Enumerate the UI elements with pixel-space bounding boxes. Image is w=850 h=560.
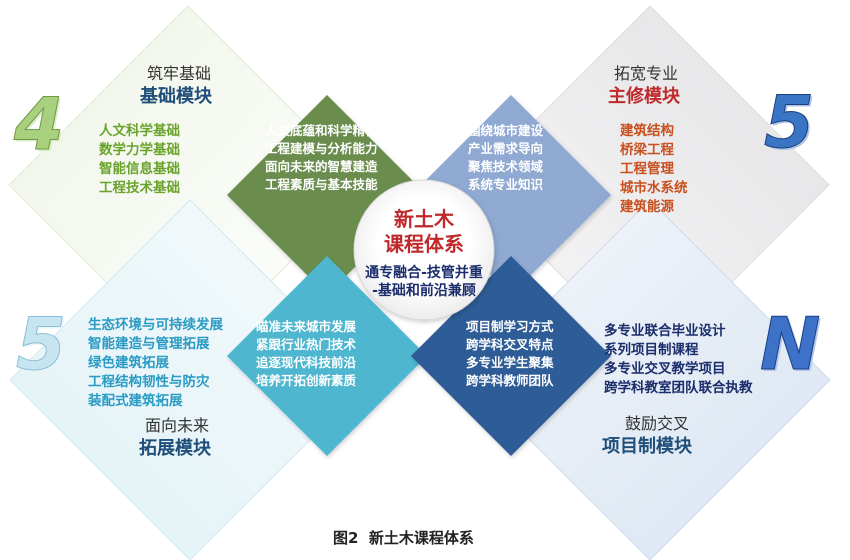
- major-subtitle: 拓宽专业: [614, 64, 679, 83]
- list-item: 项目制学习方式: [466, 319, 554, 334]
- major-title: 主修模块: [608, 86, 680, 107]
- list-item: 瞄准未来城市发展: [256, 319, 357, 334]
- list-item: 人文科学基础: [99, 123, 180, 139]
- list-item: 城市水系统: [620, 180, 688, 196]
- inner-text-top-right: 围绕城市建设 产业需求导向 聚焦技术领域 系统专业知识: [468, 122, 543, 194]
- center-subtitle-line2: -基础和前沿兼顾: [372, 283, 476, 299]
- list-item: 绿色建筑拓展: [88, 355, 169, 371]
- inner-diamond-bottom-left: [227, 256, 427, 456]
- future-number: 5: [15, 302, 67, 386]
- project-title: 项目制模块: [602, 436, 692, 457]
- list-item: 桥梁工程: [620, 142, 674, 158]
- future-items: 生态环境与可持续发展 智能建造与管理拓展 绿色建筑拓展 工程结构韧性与防灾 装配…: [88, 316, 223, 411]
- major-items: 建筑结构 桥梁工程 工程管理 城市水系统 建筑能源: [620, 122, 688, 217]
- list-item: 数学力学基础: [99, 142, 180, 158]
- list-item: 人文底蕴和科学精神: [265, 123, 378, 138]
- list-item: 多专业学生聚集: [466, 355, 554, 370]
- list-item: 工程结构韧性与防灾: [88, 374, 210, 390]
- inner-text-top-left: 人文底蕴和科学精神 工程建模与分析能力 面向未来的智慧建造 工程素质与基本技能: [265, 122, 378, 194]
- inner-text-bottom-right: 项目制学习方式 跨学科交叉特点 多专业学生聚集 跨学科教师团队: [466, 318, 554, 390]
- list-item: 生态环境与可持续发展: [88, 317, 223, 333]
- list-item: 系列项目制课程: [604, 342, 699, 358]
- list-item: 多专业联合毕业设计: [604, 323, 726, 339]
- list-item: 紧跟行业热门技术: [256, 337, 357, 352]
- list-item: 跨学科教室团队联合执教: [604, 380, 753, 396]
- list-item: 追逐现代科技前沿: [256, 355, 357, 370]
- list-item: 工程素质与基本技能: [265, 177, 378, 192]
- list-item: 建筑结构: [620, 123, 674, 139]
- project-subtitle: 鼓励交叉: [625, 414, 690, 433]
- center-title-line2: 课程体系: [384, 232, 464, 256]
- list-item: 装配式建筑拓展: [88, 393, 183, 409]
- list-item: 智能建造与管理拓展: [88, 336, 210, 352]
- future-subtitle: 面向未来: [145, 416, 210, 435]
- list-item: 工程管理: [620, 161, 674, 177]
- list-item: 工程技术基础: [99, 180, 180, 196]
- center-circle: [353, 179, 495, 321]
- list-item: 围绕城市建设: [468, 123, 544, 138]
- project-items: 多专业联合毕业设计 系列项目制课程 多专业交叉教学项目 跨学科教室团队联合执教: [604, 322, 753, 398]
- list-item: 工程建模与分析能力: [265, 141, 378, 156]
- list-item: 培养开拓创新素质: [256, 373, 357, 388]
- list-item: 跨学科交叉特点: [466, 337, 554, 352]
- list-item: 建筑能源: [620, 199, 674, 215]
- figure-caption: 图2 新土木课程体系: [333, 529, 474, 547]
- center-title-line1: 新土木: [394, 207, 454, 231]
- project-number: N: [759, 302, 821, 386]
- foundation-title: 基础模块: [140, 86, 212, 107]
- list-item: 多专业交叉教学项目: [604, 361, 726, 377]
- foundation-items: 人文科学基础 数学力学基础 智能信息基础 工程技术基础: [99, 122, 180, 198]
- future-title: 拓展模块: [139, 438, 211, 459]
- list-item: 智能信息基础: [99, 161, 180, 177]
- list-item: 系统专业知识: [468, 177, 544, 192]
- list-item: 产业需求导向: [468, 141, 544, 156]
- center-subtitle-line1: 通专融合-技管并重: [365, 265, 483, 281]
- inner-text-bottom-left: 瞄准未来城市发展 紧跟行业热门技术 追逐现代科技前沿 培养开拓创新素质: [256, 318, 356, 390]
- list-item: 聚焦技术领域: [468, 159, 544, 174]
- major-number: 5: [763, 80, 815, 164]
- list-item: 面向未来的智慧建造: [265, 159, 378, 174]
- foundation-number: 4: [13, 82, 65, 166]
- foundation-subtitle: 筑牢基础: [147, 64, 212, 83]
- list-item: 跨学科教师团队: [466, 373, 554, 388]
